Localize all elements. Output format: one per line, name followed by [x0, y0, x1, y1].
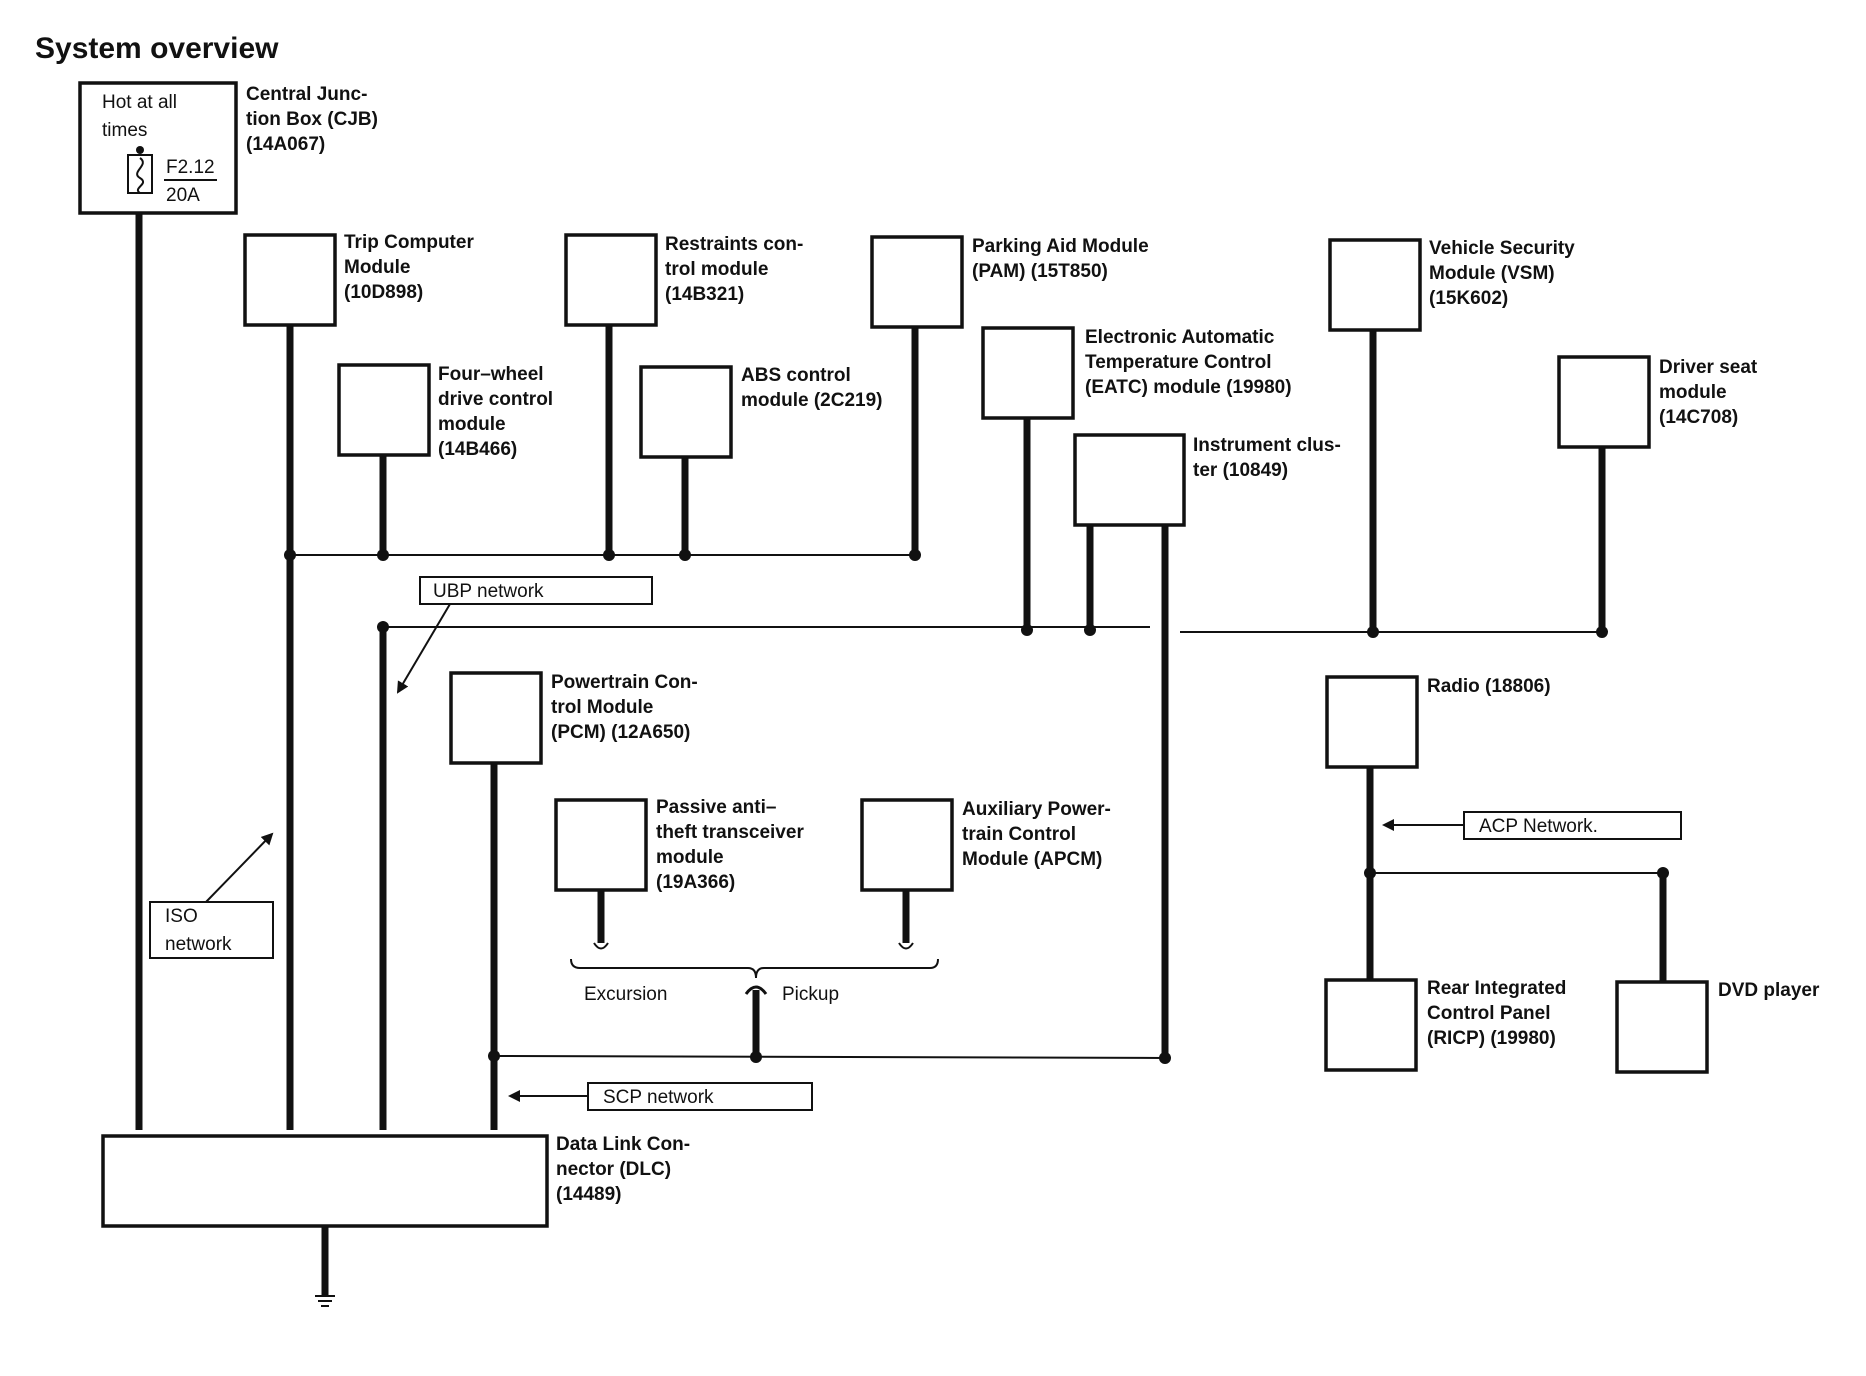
instrument-cluster-label: Instrument clus- ter (10849)	[1193, 435, 1346, 481]
iso-network-box	[149, 901, 274, 959]
pcm-box	[449, 671, 543, 765]
splice-dot	[1084, 624, 1096, 636]
excursion-brace	[570, 958, 939, 979]
splice-dot	[1657, 867, 1669, 879]
eatc-label: Electronic Automatic Temperature Control…	[1085, 327, 1292, 398]
splice-dot	[377, 621, 389, 633]
driver-seat-box	[1557, 355, 1651, 449]
splice-dot	[284, 549, 296, 561]
splice-dot	[909, 549, 921, 561]
parking-aid-box	[870, 235, 964, 329]
splice-dot	[603, 549, 615, 561]
excursion-label: Excursion	[584, 984, 667, 1005]
dlc-box	[101, 1134, 549, 1228]
instrument-cluster-box	[1073, 433, 1186, 527]
ubp-network-label: UBP network	[433, 581, 544, 602]
connector-hook-icon	[593, 942, 914, 950]
cjb-box	[78, 81, 238, 215]
fuse-rating: F2.12 20A	[166, 157, 220, 206]
splice-dot	[1367, 626, 1379, 638]
apcm-box	[860, 798, 954, 892]
ricp-label: Rear Integrated Control Panel (RICP) (19…	[1427, 978, 1572, 1049]
splice-dot	[1159, 1052, 1171, 1064]
splice-dot	[1596, 626, 1608, 638]
parking-aid-label: Parking Aid Module (PAM) (15T850)	[972, 236, 1154, 282]
scp-network-box	[587, 1082, 813, 1111]
pats-label: Passive anti– theft transceiver module (…	[656, 797, 809, 893]
dlc-label: Data Link Con- nector (DLC) (14489)	[556, 1134, 695, 1205]
splice-dot	[1364, 867, 1376, 879]
scp-network-label: SCP network	[603, 1087, 714, 1108]
iso-network-label: ISO network	[165, 906, 232, 955]
eatc-box	[981, 326, 1075, 420]
restraints-box	[564, 233, 658, 327]
cjb-hot-text: Hot at all times	[102, 92, 182, 141]
iso-arrow	[205, 832, 274, 903]
splice-dot	[1021, 624, 1033, 636]
page-title: System overview	[35, 32, 279, 65]
restraints-label: Restraints con- trol module (14B321)	[665, 234, 809, 305]
pickup-label: Pickup	[782, 984, 839, 1005]
ubp-arrow	[396, 603, 451, 694]
pickup-hook-icon	[744, 985, 768, 995]
ricp-box	[1324, 978, 1418, 1072]
driver-seat-label: Driver seat module (14C708)	[1659, 357, 1763, 428]
acp-network-box	[1463, 811, 1682, 840]
ground-icon	[315, 1295, 335, 1307]
vsm-box	[1328, 238, 1422, 332]
splice-dot	[488, 1050, 500, 1062]
four-wheel-label: Four–wheel drive control module (14B466)	[438, 364, 558, 460]
pcm-label: Powertrain Con- trol Module (PCM) (12A65…	[551, 672, 703, 743]
radio-box	[1325, 675, 1419, 769]
vsm-label: Vehicle Security Module (VSM) (15K602)	[1429, 238, 1580, 309]
four-wheel-box	[337, 363, 431, 457]
radio-label: Radio (18806)	[1427, 676, 1551, 697]
apcm-label: Auxiliary Power- train Control Module (A…	[962, 799, 1116, 870]
trip-computer-label: Trip Computer Module (10D898)	[344, 232, 479, 303]
cjb-label: Central Junc- tion Box (CJB) (14A067)	[246, 84, 383, 155]
splice-dot	[750, 1051, 762, 1063]
splice-dot	[679, 549, 691, 561]
ubp-network-box	[419, 576, 653, 605]
acp-network-label: ACP Network.	[1479, 816, 1598, 837]
dvd-label: DVD player	[1718, 980, 1820, 1001]
fuse-icon	[127, 146, 153, 194]
abs-box	[639, 365, 733, 459]
splice-dot	[377, 549, 389, 561]
pats-box	[554, 798, 648, 892]
trip-computer-box	[243, 233, 337, 327]
dvd-box	[1615, 980, 1709, 1074]
abs-label: ABS control module (2C219)	[741, 365, 882, 411]
scp-bus-line	[493, 1055, 1166, 1059]
